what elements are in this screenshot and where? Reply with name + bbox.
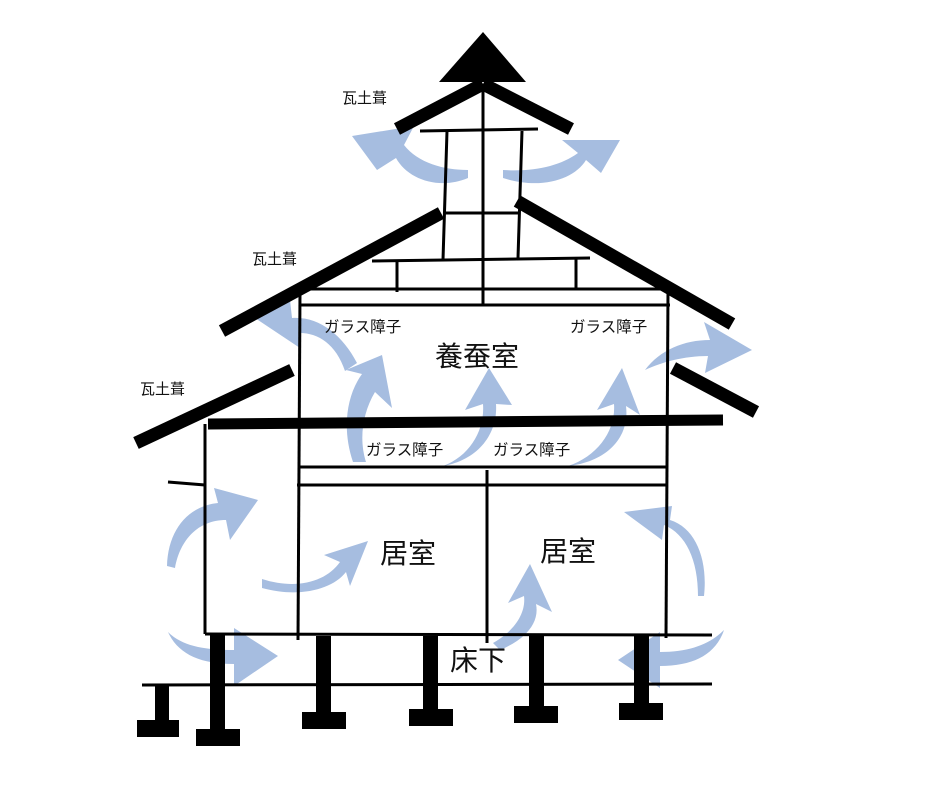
ventilator-beam — [419, 127, 539, 133]
footing-stone — [302, 712, 346, 729]
roof-finial — [439, 32, 526, 82]
airflow-arrow — [618, 630, 724, 688]
label-silk-room: 養蚕室 — [435, 340, 519, 373]
label-underfloor: 床下 — [450, 644, 506, 677]
main-roof-right — [513, 195, 736, 330]
footing-stone — [196, 729, 240, 746]
labels: 瓦土葺 瓦土葺 瓦土葺 ガラス障子 ガラス障子 ガラス障子 ガラス障子 養蚕室 … — [140, 89, 647, 677]
foundation-post — [155, 685, 169, 725]
eave-stub — [167, 480, 206, 487]
lower-roof-left — [133, 364, 295, 449]
airflow-arrow — [262, 541, 368, 593]
label-glass-upper-left: ガラス障子 — [324, 318, 401, 336]
foundation-post — [210, 634, 225, 734]
lower-roof-right — [669, 362, 760, 418]
label-living-left: 居室 — [380, 537, 436, 570]
upper-wall-left — [296, 290, 302, 641]
footing-stone — [619, 703, 663, 720]
airflow-arrow — [167, 488, 258, 568]
airflow-arrow — [624, 506, 705, 596]
label-roof-mid: 瓦土葺 — [252, 250, 297, 268]
mid-floor-beam — [207, 414, 724, 430]
ventilator-roof-left — [393, 78, 487, 135]
airflow-arrow — [493, 564, 552, 650]
footing-stone — [514, 706, 558, 723]
airflow-arrow — [352, 126, 468, 184]
label-roof-top: 瓦土葺 — [342, 89, 387, 107]
main-roof-left — [218, 207, 445, 337]
ground-floor-beam — [204, 632, 713, 637]
ventilator-post-left — [441, 130, 449, 261]
foundation-post — [529, 636, 544, 710]
attic-beam — [371, 256, 591, 263]
label-living-right: 居室 — [540, 535, 596, 568]
airflow-arrow — [568, 368, 640, 466]
foundation-post — [423, 636, 438, 714]
label-glass-lower-left: ガラス障子 — [366, 441, 443, 459]
foundation — [137, 634, 663, 746]
airflow-arrows — [167, 126, 752, 688]
ventilator-post-right — [516, 130, 524, 259]
label-roof-low: 瓦土葺 — [140, 380, 185, 398]
footing-stone — [409, 709, 453, 726]
airflow-arrow — [346, 355, 392, 462]
ventilator-roof-right — [480, 78, 574, 135]
foundation-post — [634, 636, 649, 708]
airflow-arrow — [645, 322, 752, 373]
label-glass-lower-right: ガラス障子 — [493, 441, 570, 459]
footing-stone — [137, 720, 179, 737]
airflow-arrow — [503, 140, 620, 184]
upper-wall-right — [664, 290, 670, 639]
house-structure — [133, 32, 760, 746]
airflow-arrow — [443, 368, 512, 466]
label-glass-upper-right: ガラス障子 — [570, 318, 647, 336]
airflow-arrow — [255, 300, 357, 371]
foundation-post — [316, 636, 331, 716]
